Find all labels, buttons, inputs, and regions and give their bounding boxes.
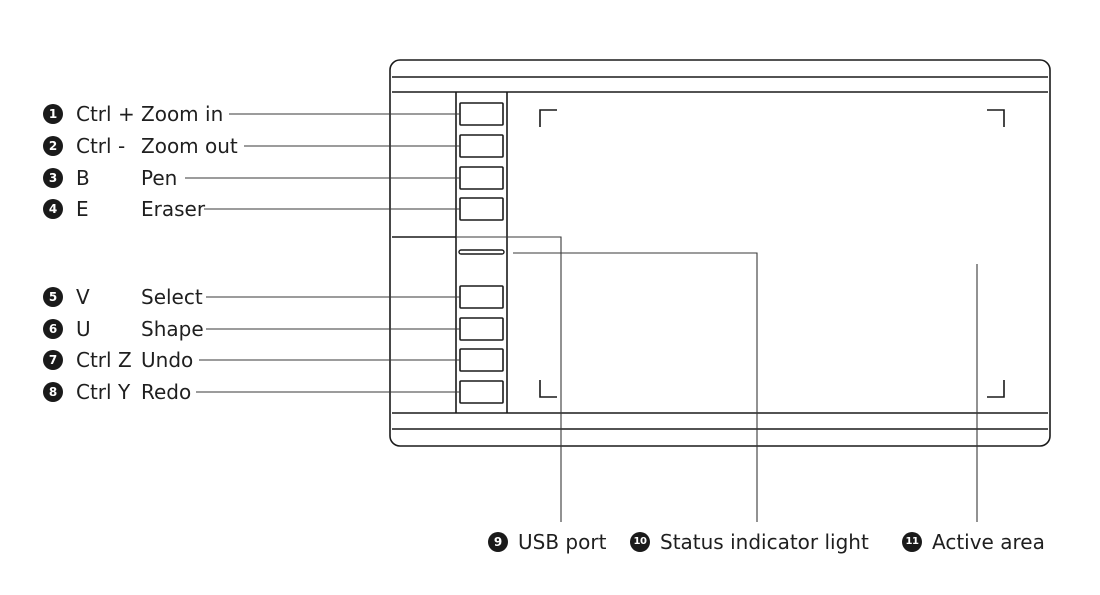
tablet-outline <box>389 59 1051 447</box>
express-key-7 <box>459 348 504 372</box>
express-key-2 <box>459 134 504 158</box>
badge-6: 6 <box>43 319 63 339</box>
express-key-8 <box>459 380 504 404</box>
leader-usb-port <box>456 236 562 522</box>
shortcut-function-2: Zoom out <box>141 134 238 158</box>
shortcut-row-1: 1 Ctrl + Zoom in <box>0 102 240 126</box>
shortcut-key-3: B <box>76 166 90 190</box>
shortcut-function-4: Eraser <box>141 197 206 221</box>
shortcut-row-3: 3 B Pen <box>0 166 240 190</box>
shortcut-function-6: Shape <box>141 317 204 341</box>
shortcut-key-7: Ctrl Z <box>76 348 132 372</box>
shortcut-row-6: 6 U Shape <box>0 317 240 341</box>
shortcut-key-8: Ctrl Y <box>76 380 131 404</box>
status-indicator-light <box>458 249 505 255</box>
badge-2: 2 <box>43 136 63 156</box>
active-area-corner-br <box>987 380 1005 398</box>
shortcut-key-5: V <box>76 285 90 309</box>
badge-4: 4 <box>43 199 63 219</box>
active-area-corner-tr <box>987 109 1005 127</box>
shortcut-key-4: E <box>76 197 89 221</box>
express-key-5 <box>459 285 504 309</box>
shortcut-function-5: Select <box>141 285 203 309</box>
shortcut-row-8: 8 Ctrl Y Redo <box>0 380 240 404</box>
active-area-corner-tl <box>539 109 557 127</box>
shortcut-function-7: Undo <box>141 348 194 372</box>
badge-5: 5 <box>43 287 63 307</box>
shortcut-row-5: 5 V Select <box>0 285 240 309</box>
callout-label-usb-port: USB port <box>518 530 607 554</box>
leader-status-light <box>513 252 758 522</box>
express-key-6 <box>459 317 504 341</box>
shortcut-function-1: Zoom in <box>141 102 224 126</box>
callout-label-active-area: Active area <box>932 530 1045 554</box>
callout-label-status-light: Status indicator light <box>660 530 869 554</box>
shortcut-row-7: 7 Ctrl Z Undo <box>0 348 240 372</box>
shortcut-key-1: Ctrl + <box>76 102 135 126</box>
badge-7: 7 <box>43 350 63 370</box>
shortcut-function-3: Pen <box>141 166 178 190</box>
badge-10: 10 <box>630 532 650 552</box>
active-area-corner-bl <box>539 380 557 398</box>
badge-9: 9 <box>488 532 508 552</box>
shortcut-row-4: 4 E Eraser <box>0 197 240 221</box>
express-key-4 <box>459 197 504 221</box>
badge-3: 3 <box>43 168 63 188</box>
badge-1: 1 <box>43 104 63 124</box>
shortcut-row-2: 2 Ctrl - Zoom out <box>0 134 240 158</box>
badge-8: 8 <box>43 382 63 402</box>
shortcut-key-6: U <box>76 317 91 341</box>
shortcut-function-8: Redo <box>141 380 192 404</box>
express-key-1 <box>459 102 504 126</box>
badge-11: 11 <box>902 532 922 552</box>
shortcut-key-2: Ctrl - <box>76 134 126 158</box>
express-key-3 <box>459 166 504 190</box>
